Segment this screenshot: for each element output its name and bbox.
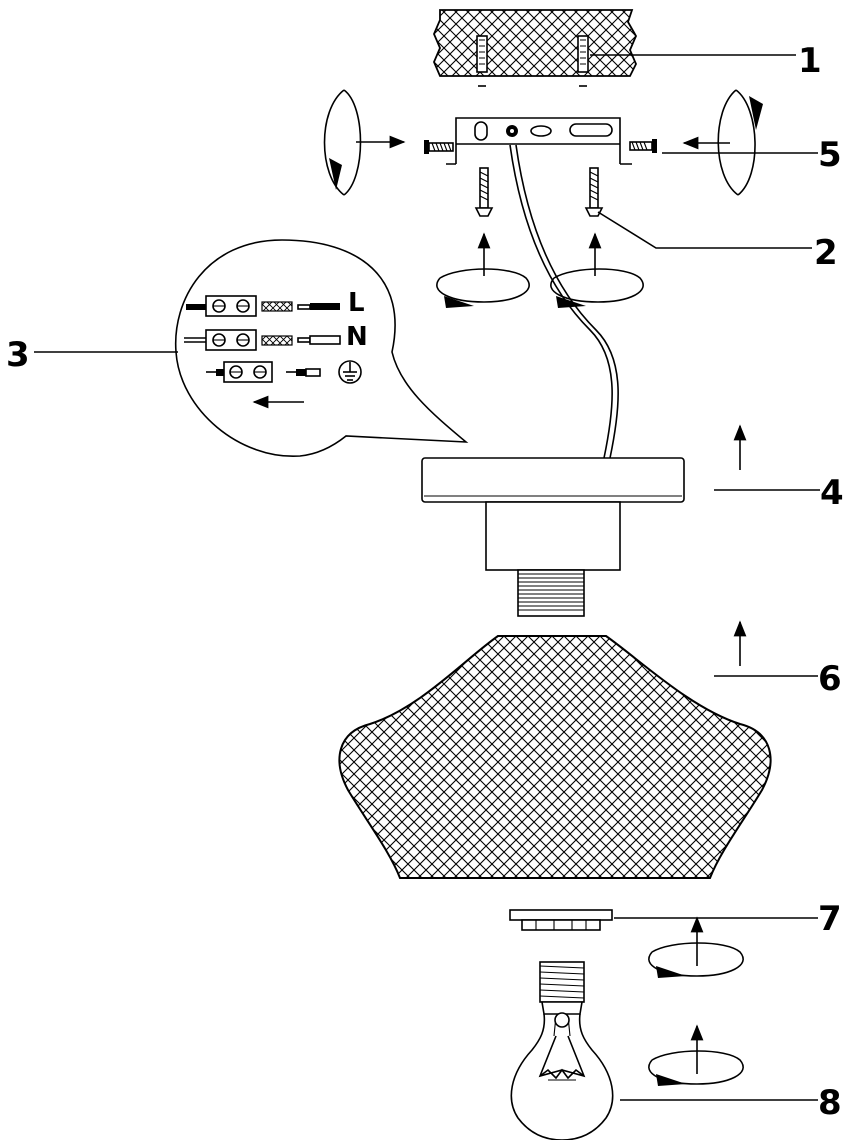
mesh-shade (338, 635, 772, 879)
wall-anchor-right (577, 35, 589, 87)
callout-7: 7 (818, 899, 842, 939)
wire-row-earth (206, 361, 321, 383)
callout-5: 5 (818, 135, 842, 175)
ceiling (433, 9, 638, 77)
ceiling-screw-right (584, 167, 604, 217)
rotate-arrow-bulb (648, 1024, 744, 1086)
callout-4: 4 (820, 473, 844, 513)
rotate-arrow-right (682, 89, 763, 196)
live-label: L (348, 288, 365, 318)
lamp-ring (509, 909, 613, 931)
callout-8: 8 (818, 1083, 842, 1123)
threaded-nipple (517, 569, 585, 617)
neutral-label: N (346, 322, 368, 352)
ceiling-screw-left (474, 167, 494, 217)
canopy-neck (485, 501, 621, 571)
power-cable (509, 144, 619, 459)
rotate-arrow-screw-left (436, 232, 530, 308)
wire-row-neutral (184, 329, 341, 351)
rotate-arrow-ring (648, 916, 744, 978)
side-screw-left (424, 140, 454, 154)
earth-ground-icon (338, 360, 362, 384)
wall-anchor-left (476, 35, 488, 87)
callout-6: 6 (818, 659, 842, 699)
callout-3: 3 (6, 335, 30, 375)
canopy (421, 457, 685, 503)
side-screw-right (629, 139, 657, 153)
callout-1: 1 (798, 41, 822, 81)
leader-2 (597, 211, 812, 249)
rotate-arrow-left (323, 89, 406, 196)
callout-2: 2 (814, 233, 838, 273)
mounting-bracket (446, 117, 632, 165)
wiring-detail-bubble (174, 239, 469, 457)
rotate-arrow-screw-right (550, 232, 644, 308)
light-bulb (510, 961, 614, 1140)
wire-row-live (186, 295, 340, 317)
